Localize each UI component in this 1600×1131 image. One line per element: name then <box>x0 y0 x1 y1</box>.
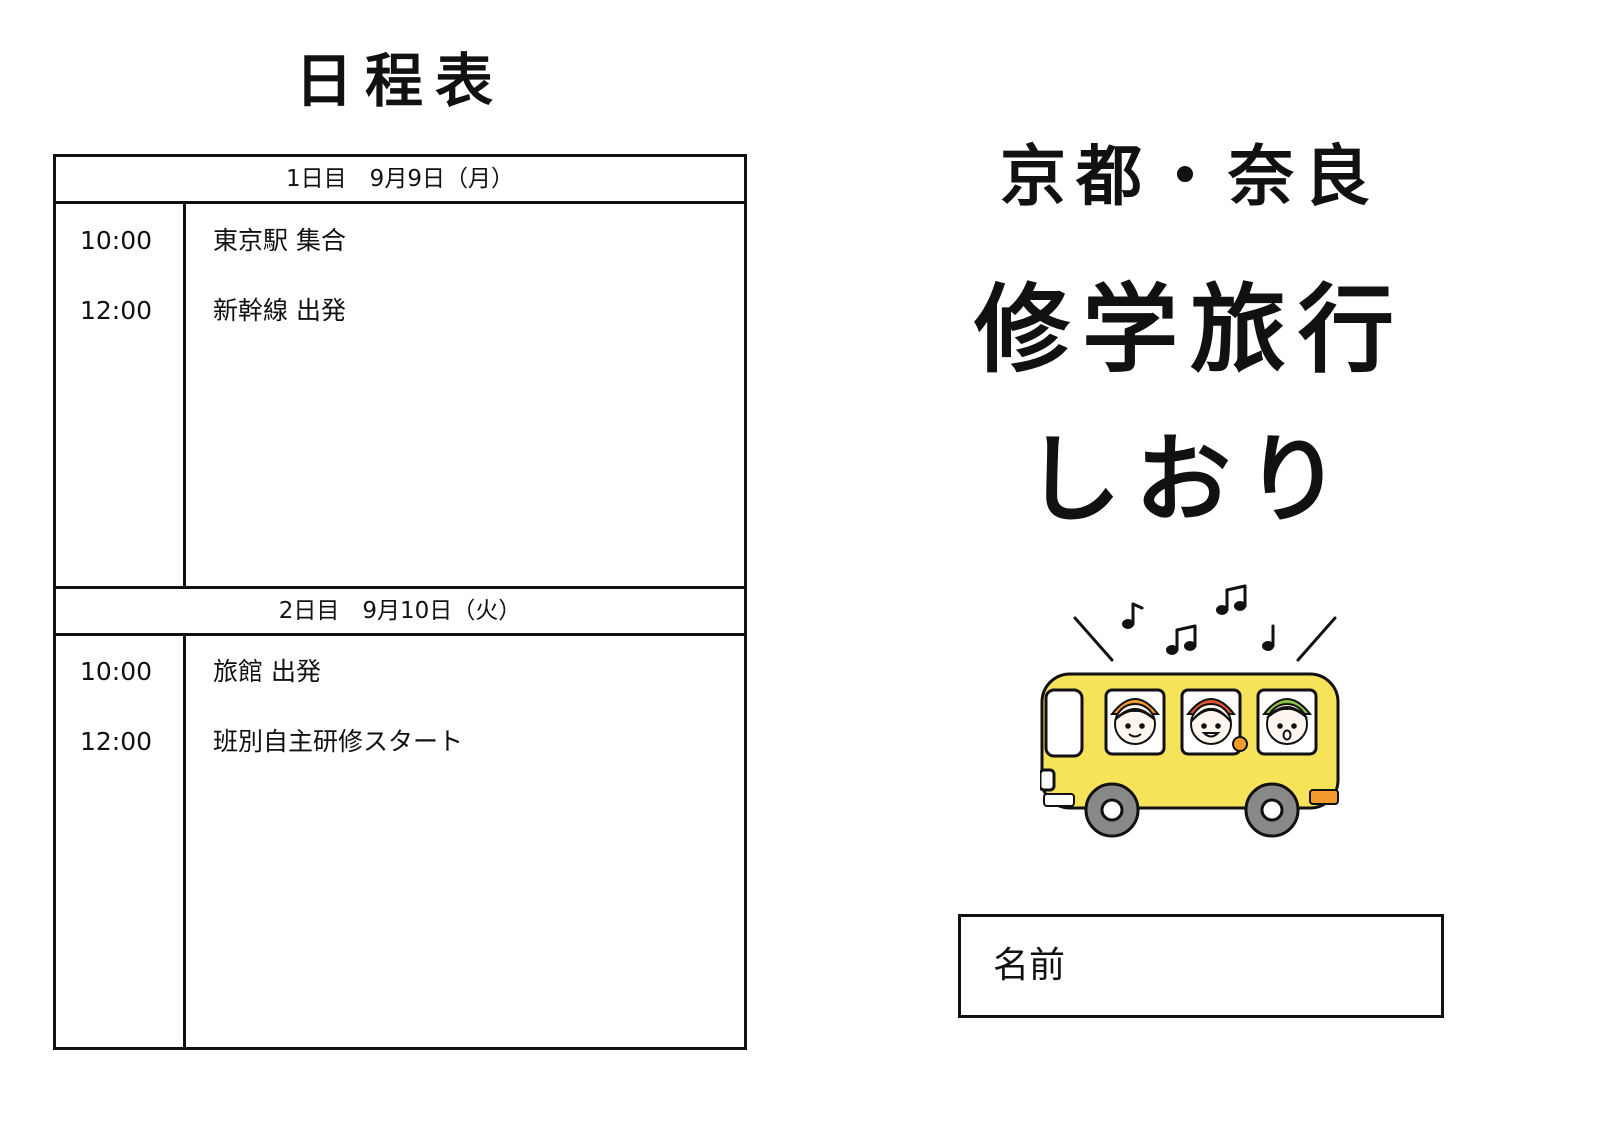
motion-lines-icon <box>1073 616 1337 662</box>
row-time: 12:00 <box>80 727 153 756</box>
day2-time-divider <box>183 636 186 1050</box>
row-event: 班別自主研修スタート <box>213 727 464 756</box>
row-time: 10:00 <box>80 226 153 255</box>
schedule-row: 10:00 東京駅 集合 <box>56 221 744 261</box>
schedule-row: 12:00 班別自主研修スタート <box>56 722 744 762</box>
cover-title: 修学旅行 <box>974 274 1406 386</box>
row-time: 12:00 <box>80 296 153 325</box>
name-label: 名前 <box>993 945 1066 986</box>
child-1-icon <box>1109 698 1161 745</box>
name-field[interactable]: 名前 <box>958 914 1444 1018</box>
bus-illustration <box>1040 584 1340 838</box>
day1-header: 1日目 9月9日（月） <box>56 157 744 204</box>
child-2-icon <box>1185 698 1248 752</box>
day2-header: 2日目 9月10日（火） <box>56 586 744 636</box>
child-3-icon <box>1261 698 1313 745</box>
schedule-title: 日程表 <box>294 47 505 115</box>
wheel-icon <box>1084 782 1300 838</box>
music-notes-icon <box>1122 584 1275 655</box>
row-event: 新幹線 出発 <box>213 296 346 325</box>
cover-subtitle: 京都・奈良 <box>1000 138 1380 215</box>
day1-time-divider <box>183 204 186 586</box>
row-event: 旅館 出発 <box>213 657 321 686</box>
row-event: 東京駅 集合 <box>213 226 346 255</box>
schedule-table: 1日目 9月9日（月） 10:00 東京駅 集合 12:00 新幹線 出発 2日… <box>53 154 747 1050</box>
cover-title-shiori: しおり <box>1025 424 1355 536</box>
schedule-row: 12:00 新幹線 出発 <box>56 291 744 331</box>
schedule-row: 10:00 旅館 出発 <box>56 652 744 692</box>
row-time: 10:00 <box>80 657 153 686</box>
